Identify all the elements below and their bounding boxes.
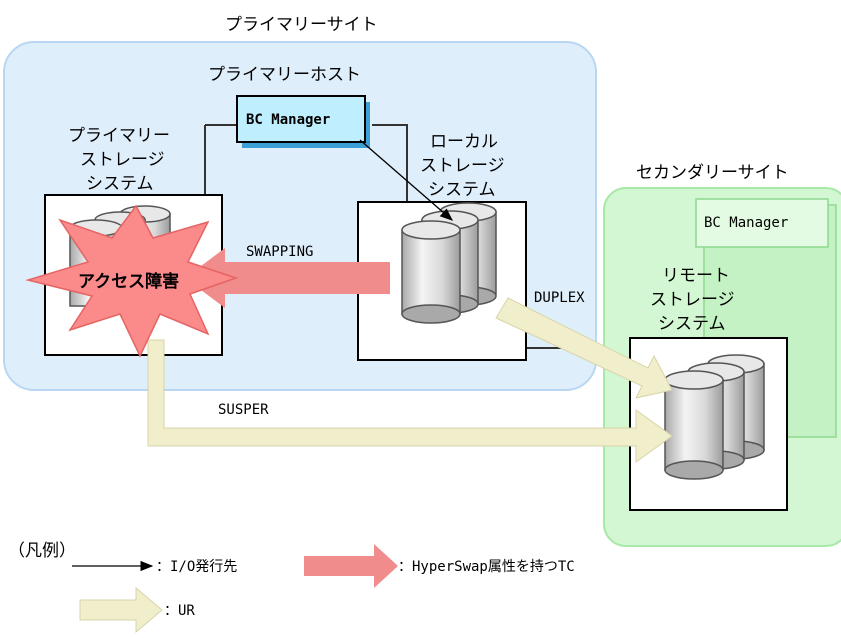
legend-io-label: ：I/O発行先: [156, 559, 237, 575]
susper-label: SUSPER: [218, 402, 269, 418]
secondary-site-label: セカンダリーサイト: [636, 163, 789, 183]
legend-ur-label: ：UR: [164, 603, 195, 619]
remote-storage-label-1: リモート: [662, 266, 730, 286]
legend-hyperswap-label: ：HyperSwap属性を持つTC: [398, 559, 575, 575]
local-storage-label-1: ローカル: [430, 132, 498, 152]
ur-duplex-arrow: [495, 297, 673, 399]
access-failure-label: アクセス障害: [78, 271, 179, 292]
primary-storage-label-2: ストレージ: [80, 150, 165, 170]
local-storage-label-2: ストレージ: [420, 156, 505, 176]
remote-storage-label-2: ストレージ: [650, 290, 735, 310]
primary-storage-label-3: システム: [86, 174, 154, 194]
legend-hyperswap-arrow: [304, 544, 398, 588]
io-target-arrow: [359, 139, 453, 221]
bc-manager-primary-label: BC Manager: [246, 112, 330, 128]
legend-title: （凡例）: [8, 541, 76, 561]
bc-manager-primary-box: BC Manager: [236, 95, 370, 148]
ur-susper-arrow: [147, 339, 673, 463]
legend-ur-arrow: [79, 586, 163, 634]
primary-site-label: プライマリーサイト: [225, 15, 378, 35]
remote-storage-label-3: システム: [658, 314, 726, 334]
duplex-label: DUPLEX: [534, 290, 585, 306]
swapping-label: SWAPPING: [246, 244, 313, 260]
primary-storage-label-1: プライマリー: [68, 126, 170, 146]
remote-storage-cylinders: [664, 354, 765, 480]
bc-manager-secondary-label: BC Manager: [704, 215, 788, 231]
access-failure-burst: [25, 204, 239, 358]
primary-host-label: プライマリーホスト: [208, 65, 361, 85]
local-storage-label-3: システム: [428, 180, 496, 200]
hyperswap-swapping-arrow: [185, 248, 390, 308]
